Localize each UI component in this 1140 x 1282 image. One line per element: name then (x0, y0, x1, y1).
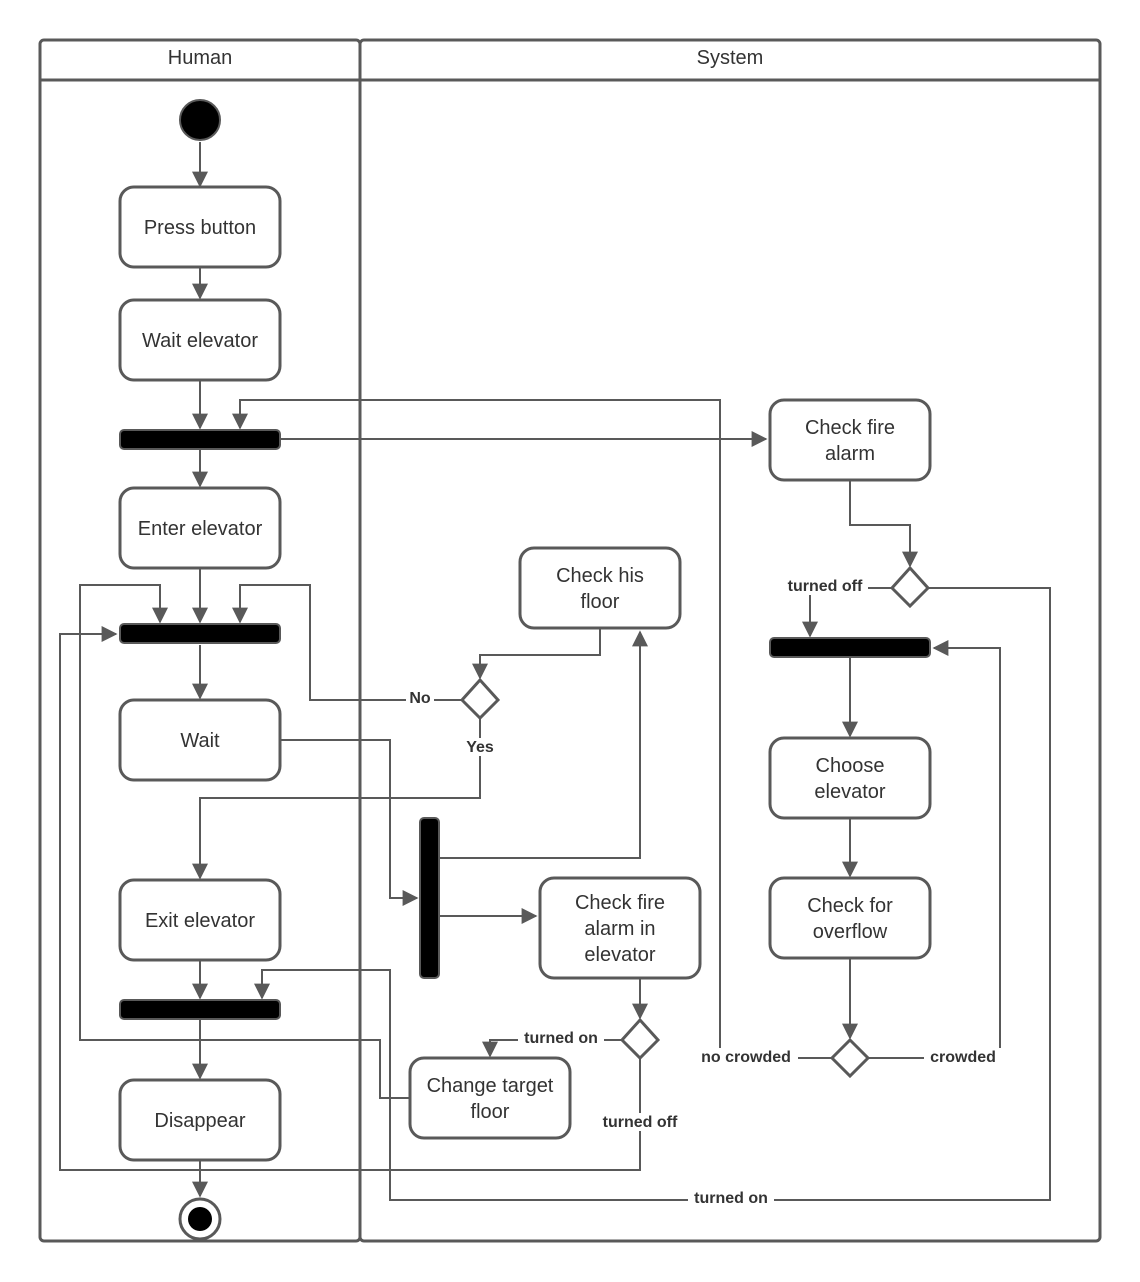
action-label: Wait (180, 730, 220, 752)
action-label: overflow (813, 921, 888, 943)
decision-fire-in-elevator (619, 1017, 661, 1061)
fork-bar-5 (419, 817, 440, 979)
action-label: Change target (427, 1075, 554, 1097)
guard-crowded: crowded (930, 1049, 996, 1066)
lane-system-title: System (697, 47, 764, 69)
action-label: alarm in (584, 918, 655, 940)
join-bar-2 (119, 623, 281, 644)
decision-overflow (829, 1037, 871, 1079)
guard-no-crowded: no crowded (701, 1049, 791, 1066)
action-enter-elevator: Enter elevator (118, 486, 282, 570)
action-change-target-floor: Change target floor (408, 1056, 572, 1140)
action-exit-elevator: Exit elevator (118, 878, 282, 962)
action-label: floor (581, 591, 620, 613)
action-check-fire-in-elevator: Check fire alarm in elevator (538, 876, 702, 980)
action-label: Exit elevator (145, 910, 255, 932)
action-label: Press button (144, 217, 256, 239)
action-press-button: Press button (118, 185, 282, 269)
initial-node (179, 99, 221, 141)
action-choose-elevator: Choose elevator (768, 736, 932, 820)
edge-fork5-checkfloor (440, 630, 648, 859)
action-check-overflow: Check for overflow (768, 876, 932, 960)
edge-yes-exit (192, 718, 481, 880)
edge-nocrowded-fork1 (232, 399, 832, 1059)
edge-turnedoff-fork3 (802, 587, 892, 638)
guard-turned-on-fire: turned on (694, 1190, 768, 1207)
action-label: elevator (814, 781, 885, 803)
action-label: floor (471, 1101, 510, 1123)
action-label: Choose (816, 755, 885, 777)
action-label: alarm (825, 443, 875, 465)
action-label: Check for (807, 895, 893, 917)
fork-bar-3 (769, 637, 931, 658)
edge-firealarm-decision (849, 480, 918, 568)
action-label: Check fire (575, 892, 665, 914)
lane-human-title: Human (168, 47, 232, 69)
action-label: Check fire (805, 417, 895, 439)
action-label: Disappear (154, 1110, 246, 1132)
guard-turned-off-fire: turned off (788, 578, 863, 595)
edges (59, 142, 1051, 1201)
action-label: elevator (584, 944, 655, 966)
action-label: Enter elevator (138, 518, 263, 540)
edge-checkfloor-decision (472, 628, 601, 680)
final-node (178, 1197, 222, 1241)
fork-bar-1 (119, 429, 281, 450)
guard-turned-on-elevator: turned on (524, 1030, 598, 1047)
action-check-fire-alarm: Check fire alarm (768, 398, 932, 482)
edge-change-join2 (79, 584, 410, 1099)
action-disappear: Disappear (118, 1078, 282, 1162)
edge-wait-fork5 (280, 739, 419, 906)
decision-fire-alarm (889, 565, 931, 609)
lane-system: System (358, 38, 1102, 1243)
guard-no: No (409, 690, 431, 707)
guards: No Yes turned off turned on turned off n… (406, 577, 1002, 1207)
edge-turnedon-join4 (254, 587, 1051, 1201)
action-label: Check his (556, 565, 644, 587)
decision-his-floor (459, 677, 501, 721)
guard-turned-off-elevator: turned off (603, 1114, 678, 1131)
edge-no-join2 (232, 584, 462, 701)
action-label: Wait elevator (142, 330, 258, 352)
action-check-his-floor: Check his floor (518, 546, 682, 630)
join-bar-4 (119, 999, 281, 1020)
edge-turnedoff-join2 (59, 626, 641, 1171)
action-wait-elevator: Wait elevator (118, 298, 282, 382)
edge-crowded-fork3 (868, 640, 1001, 1059)
action-wait: Wait (118, 698, 282, 782)
guard-yes: Yes (466, 739, 494, 756)
